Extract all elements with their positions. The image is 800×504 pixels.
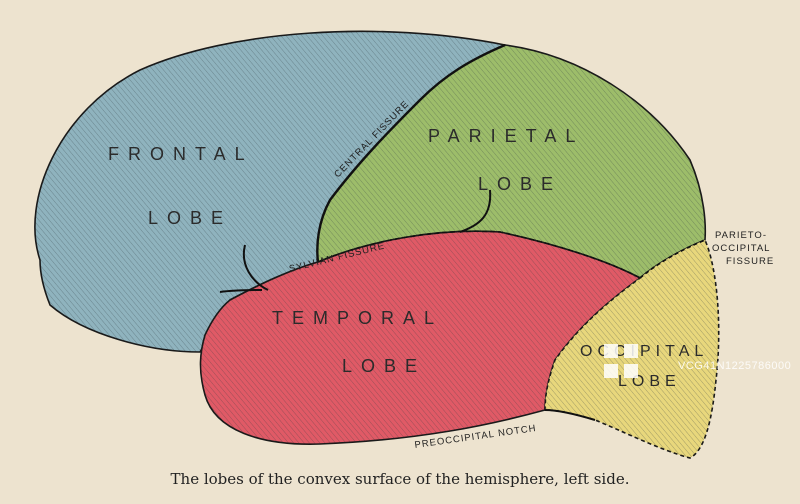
frontal-branch-line xyxy=(219,244,269,293)
temporal-lobe-label-line2: LOBE xyxy=(342,356,426,376)
sylvian-fissure-line xyxy=(317,230,641,279)
temporal-lobe-label-line1: TEMPORAL xyxy=(272,308,443,328)
parieto-occipital-label-line3: FISSURE xyxy=(726,256,774,267)
parieto-occipital-label-line1: PARIETO- xyxy=(715,230,767,241)
parietal-sulcus-line xyxy=(459,189,492,233)
preoccipital-notch-line xyxy=(544,409,596,421)
central-fissure-line xyxy=(316,43,506,263)
frontal-lobe-label-line2: LOBE xyxy=(148,208,232,228)
parietal-lobe-label-line1: PARIETAL xyxy=(428,126,584,146)
figure-caption: The lobes of the convex surface of the h… xyxy=(170,470,630,488)
frontal-lobe-label-line1: FRONTAL xyxy=(108,144,254,164)
vcg-watermark-logo xyxy=(604,344,638,378)
parieto-occipital-line xyxy=(639,239,706,279)
parietal-lobe-label-line2: LOBE xyxy=(478,174,562,194)
parieto-occipital-label-line2: OCCIPITAL xyxy=(712,243,770,254)
watermark-id: VCG41N1225786000 xyxy=(678,360,792,372)
